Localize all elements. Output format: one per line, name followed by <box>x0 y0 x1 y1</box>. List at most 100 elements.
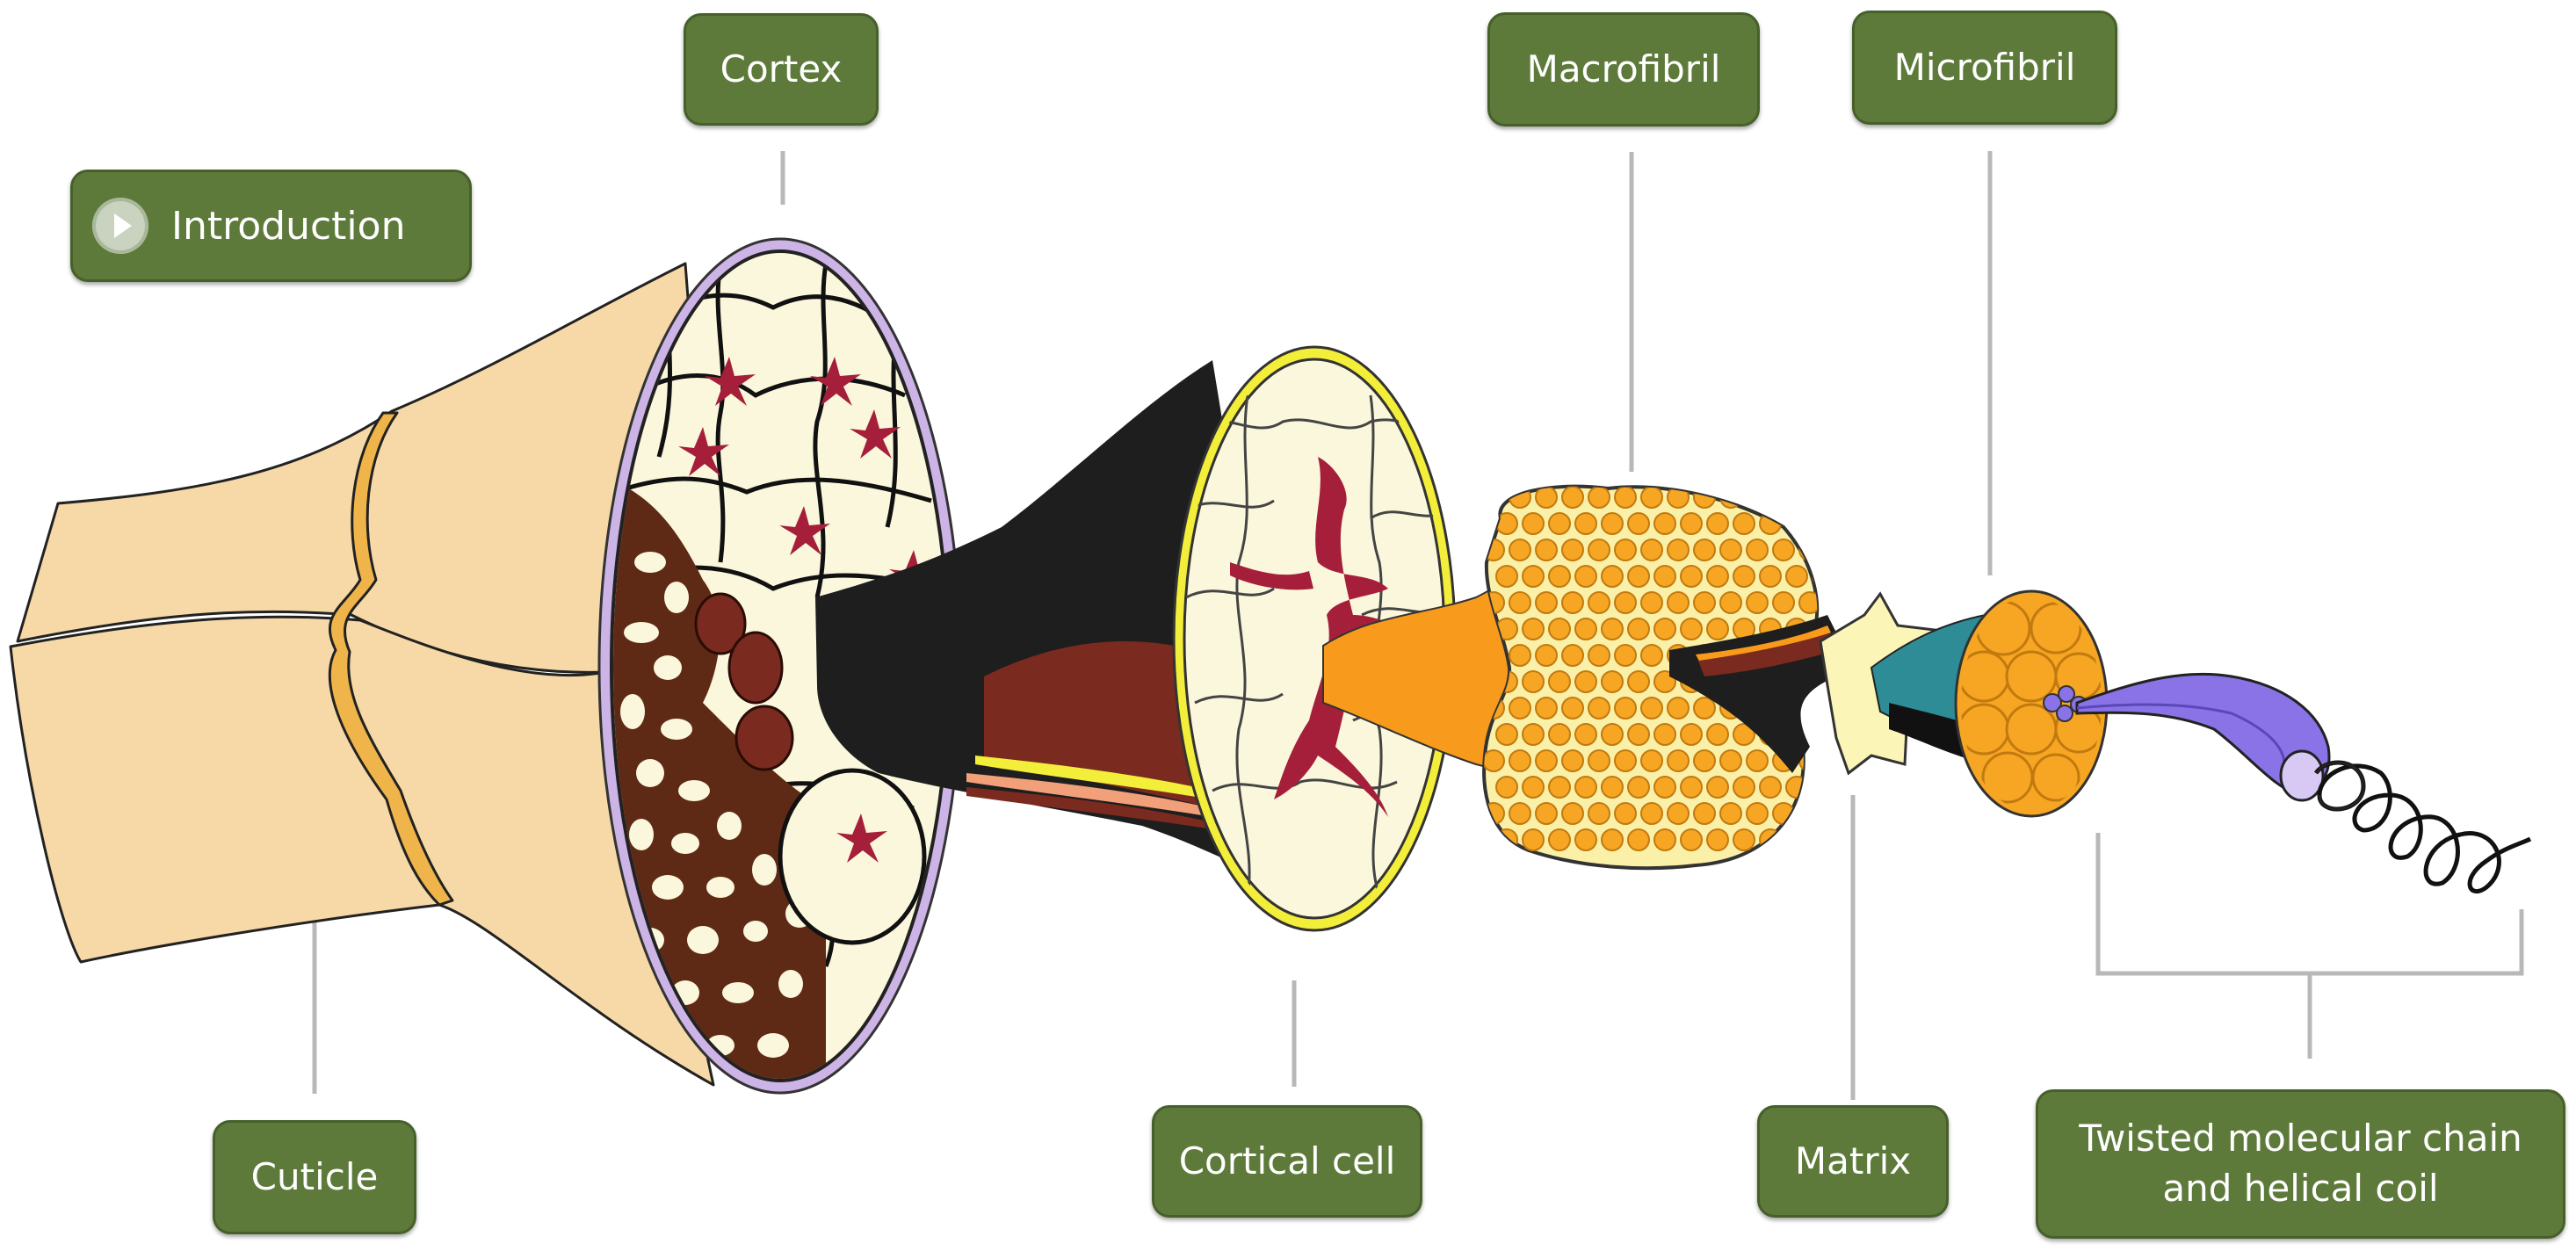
macrofibril-dot <box>1719 591 1742 614</box>
macrofibril-dot <box>1484 749 1505 772</box>
macrofibril-dot <box>1759 776 1782 799</box>
macrofibril-dot <box>1601 618 1624 640</box>
macrofibril-dot <box>1653 723 1676 746</box>
label-macrofibril-text: Macrofibril <box>1526 47 1721 90</box>
label-matrix: Matrix <box>1757 1105 1949 1218</box>
macrofibril-dot <box>1561 802 1584 825</box>
macrofibril-dot <box>1601 512 1624 535</box>
introduction-button[interactable]: Introduction <box>70 170 472 282</box>
macrofibril-dot <box>1759 828 1782 851</box>
macrofibril-dot <box>1561 486 1584 509</box>
macrofibril-dot <box>1588 802 1610 825</box>
macrofibril-dot <box>1706 512 1729 535</box>
macrofibril-dot <box>1706 565 1729 588</box>
macrofibril-dot <box>1484 486 1505 509</box>
macrofibril-dot <box>1693 749 1716 772</box>
macrofibril-dot <box>1693 697 1716 720</box>
macrofibril-dot <box>1495 776 1518 799</box>
macrofibril-dot <box>1733 776 1755 799</box>
macrofibril-dot <box>1627 618 1650 640</box>
label-cuticle: Cuticle <box>213 1120 416 1234</box>
macrofibril-dot <box>1693 802 1716 825</box>
cuticle-band <box>328 411 454 907</box>
label-microfibril: Microfibril <box>1852 11 2117 125</box>
macrofibril-dot <box>1509 644 1531 667</box>
macrofibril-dot <box>1574 618 1597 640</box>
macrofibril-dot <box>1693 591 1716 614</box>
macrofibril-dot <box>1733 512 1755 535</box>
macrofibril-dot <box>1614 644 1637 667</box>
macrofibril-dot <box>1535 539 1558 561</box>
play-icon <box>92 198 148 254</box>
macrofibril-dot <box>1574 723 1597 746</box>
macrofibril-dot <box>1719 539 1742 561</box>
macrofibril-dot <box>1680 723 1703 746</box>
label-cortical-cell-text: Cortical cell <box>1178 1139 1396 1182</box>
macrofibril-dot <box>1746 749 1769 772</box>
microfibril-disc <box>1954 589 2109 818</box>
label-twisted-text: Twisted molecular chain and helical coil <box>2079 1114 2522 1213</box>
macrofibril-dot <box>1627 565 1650 588</box>
macrofibril-dot <box>1759 565 1782 588</box>
macrofibril-dot <box>1798 591 1818 614</box>
macrofibril-dot <box>1509 749 1531 772</box>
label-cortical-cell: Cortical cell <box>1152 1105 1422 1218</box>
label-twisted-line2: and helical coil <box>2162 1167 2439 1210</box>
macrofibril-dot <box>1548 618 1571 640</box>
macrofibril-dot <box>1706 618 1729 640</box>
macrofibril-dot <box>1627 670 1650 693</box>
macrofibril-dot <box>1733 828 1755 851</box>
macrofibril-dot <box>1588 644 1610 667</box>
macrofibril-dot <box>1627 512 1650 535</box>
macrofibril-dot <box>1588 591 1610 614</box>
macrofibril-dot <box>1653 776 1676 799</box>
macrofibril-dot <box>1548 512 1571 535</box>
macrofibril-dot <box>1680 512 1703 535</box>
macrofibril-dot <box>1574 670 1597 693</box>
macrofibril-dot <box>1535 644 1558 667</box>
macrofibril-dot <box>1561 749 1584 772</box>
macrofibril-dot <box>1522 618 1545 640</box>
macrofibril-dot <box>1627 776 1650 799</box>
macrofibril-dot <box>1812 565 1818 588</box>
macrofibril-dot <box>1798 486 1818 509</box>
macrofibril-dot <box>1548 776 1571 799</box>
macrofibril-dot <box>1588 539 1610 561</box>
macrofibril-dot <box>1667 749 1690 772</box>
macrofibril-dot <box>1588 486 1610 509</box>
macrofibril-dot <box>1548 565 1571 588</box>
macrofibril-dot <box>1719 749 1742 772</box>
macrofibril-dot <box>1495 565 1518 588</box>
macrofibril-dot <box>1746 539 1769 561</box>
macrofibril-dot <box>1706 776 1729 799</box>
macrofibril-dot <box>1614 697 1637 720</box>
macrofibril-dot <box>1535 486 1558 509</box>
macrofibril-dot <box>1522 776 1545 799</box>
label-cortex-text: Cortex <box>720 47 843 90</box>
macrofibril-dot <box>1484 539 1505 561</box>
cortical-cell-disc <box>1172 345 1457 932</box>
macrofibril-dot <box>1614 749 1637 772</box>
macrofibril-dot <box>1653 565 1676 588</box>
label-twisted-molecular-chain: Twisted molecular chain and helical coil <box>2036 1089 2565 1239</box>
macrofibril-dot <box>1785 828 1808 851</box>
macrofibril-dot <box>1772 539 1795 561</box>
macrofibril-dot <box>1601 828 1624 851</box>
macrofibril-dot <box>1509 591 1531 614</box>
macrofibril-dot <box>1667 697 1690 720</box>
macrofibril-dot <box>1535 697 1558 720</box>
macrofibril-dot <box>1812 723 1818 746</box>
label-twisted-line1: Twisted molecular chain <box>2079 1117 2522 1161</box>
label-microfibril-text: Microfibril <box>1893 45 2076 89</box>
macrofibril-dot <box>1667 802 1690 825</box>
macrofibril-dot <box>1746 486 1769 509</box>
macrofibril-dot <box>1495 828 1518 851</box>
label-cortex: Cortex <box>684 13 879 126</box>
macrofibril-dot <box>1785 512 1808 535</box>
macrofibril-dot <box>1693 539 1716 561</box>
macrofibril-dot <box>1653 828 1676 851</box>
macrofibril-dot <box>1601 565 1624 588</box>
macrofibril-dot <box>1588 697 1610 720</box>
macrofibril-dot <box>1733 565 1755 588</box>
